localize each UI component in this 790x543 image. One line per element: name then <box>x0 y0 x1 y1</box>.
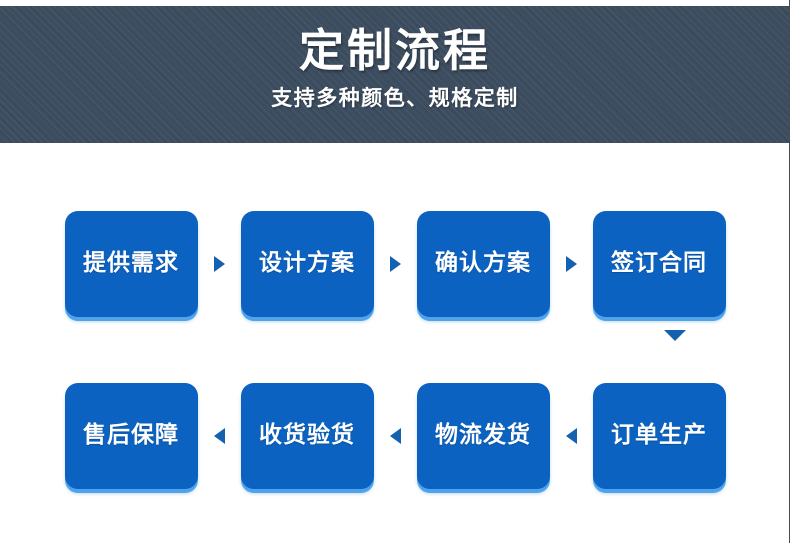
step-node-design-plan[interactable]: 设计方案 <box>240 211 374 317</box>
step-label: 收货验货 <box>259 422 355 449</box>
arrow-right-icon <box>389 256 401 272</box>
arrow-left-icon <box>565 428 577 444</box>
arrow-right-icon <box>213 256 225 272</box>
step-label: 订单生产 <box>611 422 707 449</box>
process-row-one: 提供需求 设计方案 确认方案 签订合同 <box>0 208 789 320</box>
header-banner-content: 定制流程 支持多种颜色、规格定制 <box>0 6 789 112</box>
process-flow-area: 提供需求 设计方案 确认方案 签订合同 <box>0 143 789 543</box>
step-node-logistics-shipping[interactable]: 物流发货 <box>416 383 550 489</box>
step-label: 售后保障 <box>83 422 179 449</box>
step-node-provide-requirements[interactable]: 提供需求 <box>64 211 198 317</box>
arrow-right-icon <box>565 256 577 272</box>
step-label: 提供需求 <box>83 250 179 277</box>
connector-gap <box>374 211 417 317</box>
arrow-left-icon <box>213 428 225 444</box>
arrow-down-icon <box>664 330 686 360</box>
process-row-two: 售后保障 收货验货 物流发货 订单生产 <box>0 380 789 492</box>
header-banner: 定制流程 支持多种颜色、规格定制 <box>0 6 789 143</box>
step-label: 设计方案 <box>259 250 355 277</box>
arrow-left-icon <box>389 428 401 444</box>
step-node-confirm-plan[interactable]: 确认方案 <box>416 211 550 317</box>
step-label: 签订合同 <box>611 250 707 277</box>
connector-gap <box>374 383 417 489</box>
step-node-order-production[interactable]: 订单生产 <box>592 383 726 489</box>
step-label: 物流发货 <box>435 422 531 449</box>
connector-gap <box>198 211 241 317</box>
connector-gap <box>550 211 593 317</box>
connector-gap <box>198 383 241 489</box>
arrow-down-wrapper <box>664 330 686 360</box>
page-title: 定制流程 <box>298 24 491 77</box>
step-label: 确认方案 <box>435 250 531 277</box>
connector-gap <box>550 383 593 489</box>
page-subtitle: 支持多种颜色、规格定制 <box>271 86 519 111</box>
step-node-after-sales-support[interactable]: 售后保障 <box>64 383 198 489</box>
step-node-sign-contract[interactable]: 签订合同 <box>592 211 726 317</box>
row-connector-area <box>0 330 789 367</box>
step-node-receive-and-inspect[interactable]: 收货验货 <box>240 383 374 489</box>
